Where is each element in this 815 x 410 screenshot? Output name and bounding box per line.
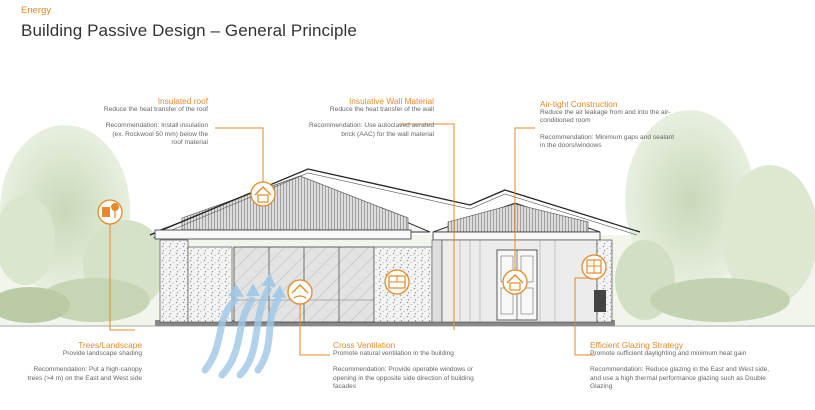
- glazing-rec: Recommendation: Reduce glazing in the Ea…: [590, 366, 770, 390]
- callout-glazing: Efficient Glazing Strategy Promote suffi…: [590, 340, 775, 391]
- tree-house-icon: [97, 199, 123, 225]
- trees-title: Trees/Landscape: [78, 340, 142, 350]
- insulative-wall-desc: Reduce the heat transfer of the wall: [329, 106, 434, 113]
- insulated-roof-rec: Recommendation: Install insulation (ex. …: [105, 122, 208, 146]
- window-icon: [581, 254, 607, 280]
- insulated-roof-desc: Reduce the heat transfer of the roof: [103, 106, 208, 113]
- brick-wall-icon: [384, 269, 410, 295]
- glazing-title: Efficient Glazing Strategy: [590, 340, 684, 350]
- cross-ventilation-desc: Promote natural ventilation in the build…: [333, 350, 454, 357]
- left-wall: [159, 239, 189, 323]
- cross-ventilation-title: Cross Ventilation: [333, 340, 396, 350]
- callout-cross-ventilation: Cross Ventilation Promote natural ventil…: [333, 340, 493, 391]
- ventilation-house-icon: [287, 279, 313, 305]
- main-roof: [149, 168, 641, 240]
- callout-insulative-wall: Insulative Wall Material Reduce the heat…: [296, 96, 434, 139]
- callout-air-tight: Air-tight Construction Reduce the air le…: [540, 99, 680, 150]
- column: [431, 239, 443, 323]
- callout-trees: Trees/Landscape Provide landscape shadin…: [26, 340, 142, 383]
- glazing-desc: Promote sufficient daylighting and minim…: [590, 350, 747, 357]
- insulative-wall-title: Insulative Wall Material: [349, 96, 434, 106]
- left-trees: [0, 125, 167, 323]
- insulative-wall-rec: Recommendation: Use autoclaved aerated b…: [309, 122, 434, 138]
- foundation-slab: [155, 320, 615, 326]
- insulated-roof-title: Insulated roof: [157, 96, 208, 106]
- sealed-door-icon: [502, 269, 528, 295]
- callout-insulated-roof: Insulated roof Reduce the heat transfer …: [100, 96, 208, 147]
- leader-lines: [109, 123, 595, 356]
- right-trees: [615, 110, 815, 322]
- trees-rec: Recommendation: Put a high-canopy trees …: [27, 366, 142, 382]
- airflow-arrows: [201, 286, 282, 379]
- cross-ventilation-rec: Recommendation: Provide operable windows…: [333, 366, 474, 390]
- air-tight-rec: Recommendation: Minimum gaps and sealant…: [540, 133, 675, 149]
- trees-desc: Provide landscape shading: [62, 350, 142, 357]
- air-tight-desc: Reduce the air leakage from and into the…: [540, 109, 671, 125]
- air-tight-title: Air-tight Construction: [540, 99, 618, 109]
- section-tag: Energy: [21, 5, 52, 16]
- secondary-roof: [432, 202, 601, 241]
- airflow-arrowheads: [228, 273, 286, 298]
- house-roof-icon: [250, 181, 276, 207]
- page-title: Building Passive Design – General Princi…: [21, 21, 357, 40]
